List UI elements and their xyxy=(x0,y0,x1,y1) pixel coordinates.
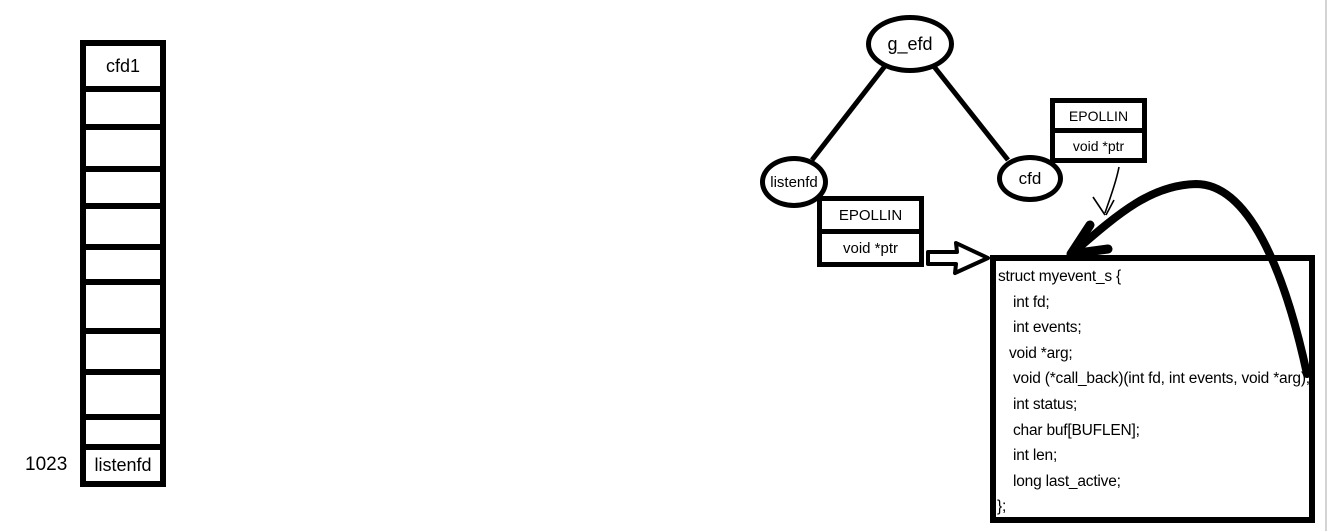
code-line: int fd; xyxy=(1013,293,1050,311)
thin-pointer-arrowhead-icon xyxy=(1092,196,1115,216)
event-row-voidptr: void *ptr xyxy=(842,239,899,257)
code-line: struct myevent_s { xyxy=(998,268,1122,285)
struct-myevent-box: struct myevent_s { int fd; int events; v… xyxy=(990,255,1315,523)
listenfd-event-table: EPOLLIN void *ptr xyxy=(817,196,924,267)
code-line: int status; xyxy=(1013,395,1078,413)
tree-node-listenfd-label: listenfd xyxy=(770,173,818,191)
block-arrow-icon xyxy=(926,241,990,275)
curved-pointer-arrow xyxy=(1071,179,1311,378)
fd-array-cell xyxy=(86,250,160,285)
code-line: int events; xyxy=(1013,319,1082,337)
edge-gefd-listenfd xyxy=(810,64,887,162)
edge-gefd-cfd xyxy=(930,62,1010,162)
code-line: char buf[BUFLEN]; xyxy=(1013,421,1140,439)
code-line: int len; xyxy=(1013,447,1058,465)
fd-array-index-label: 1023 xyxy=(25,454,68,475)
fd-array-cell xyxy=(86,130,160,172)
code-line: void *arg; xyxy=(1009,344,1073,362)
tree-node-cfd-label: cfd xyxy=(1018,168,1042,188)
fd-array-cell xyxy=(86,172,160,209)
code-line: }; xyxy=(997,498,1007,516)
fd-array-cell xyxy=(86,375,160,420)
fd-array-cell xyxy=(86,92,160,130)
curved-pointer-arrowhead-icon xyxy=(1066,220,1113,259)
fd-array-cell: listenfd xyxy=(94,455,152,475)
code-line: long last_active; xyxy=(1013,472,1121,490)
event-row-epollin: EPOLLIN xyxy=(822,201,919,234)
code-line: void (*call_back)(int fd, int events, vo… xyxy=(1013,370,1310,388)
event-row-voidptr: void *ptr xyxy=(1072,137,1125,154)
fd-array-cell xyxy=(86,209,160,250)
tree-node-gefd: g_efd xyxy=(866,15,954,73)
thin-pointer-arrow xyxy=(1104,166,1120,214)
fd-array-cell: cfd1 xyxy=(86,46,160,92)
fd-array-cell xyxy=(86,420,160,450)
tree-node-gefd-label: g_efd xyxy=(887,33,933,54)
fd-array-cell xyxy=(86,285,160,334)
event-row-epollin: EPOLLIN xyxy=(1055,103,1142,133)
tree-node-listenfd: listenfd xyxy=(760,156,828,208)
fd-array-cell xyxy=(86,334,160,375)
cfd-event-table: EPOLLIN void *ptr xyxy=(1050,98,1147,163)
fd-array: cfd1 listenfd xyxy=(80,40,166,487)
window-edge-line xyxy=(1325,0,1327,531)
